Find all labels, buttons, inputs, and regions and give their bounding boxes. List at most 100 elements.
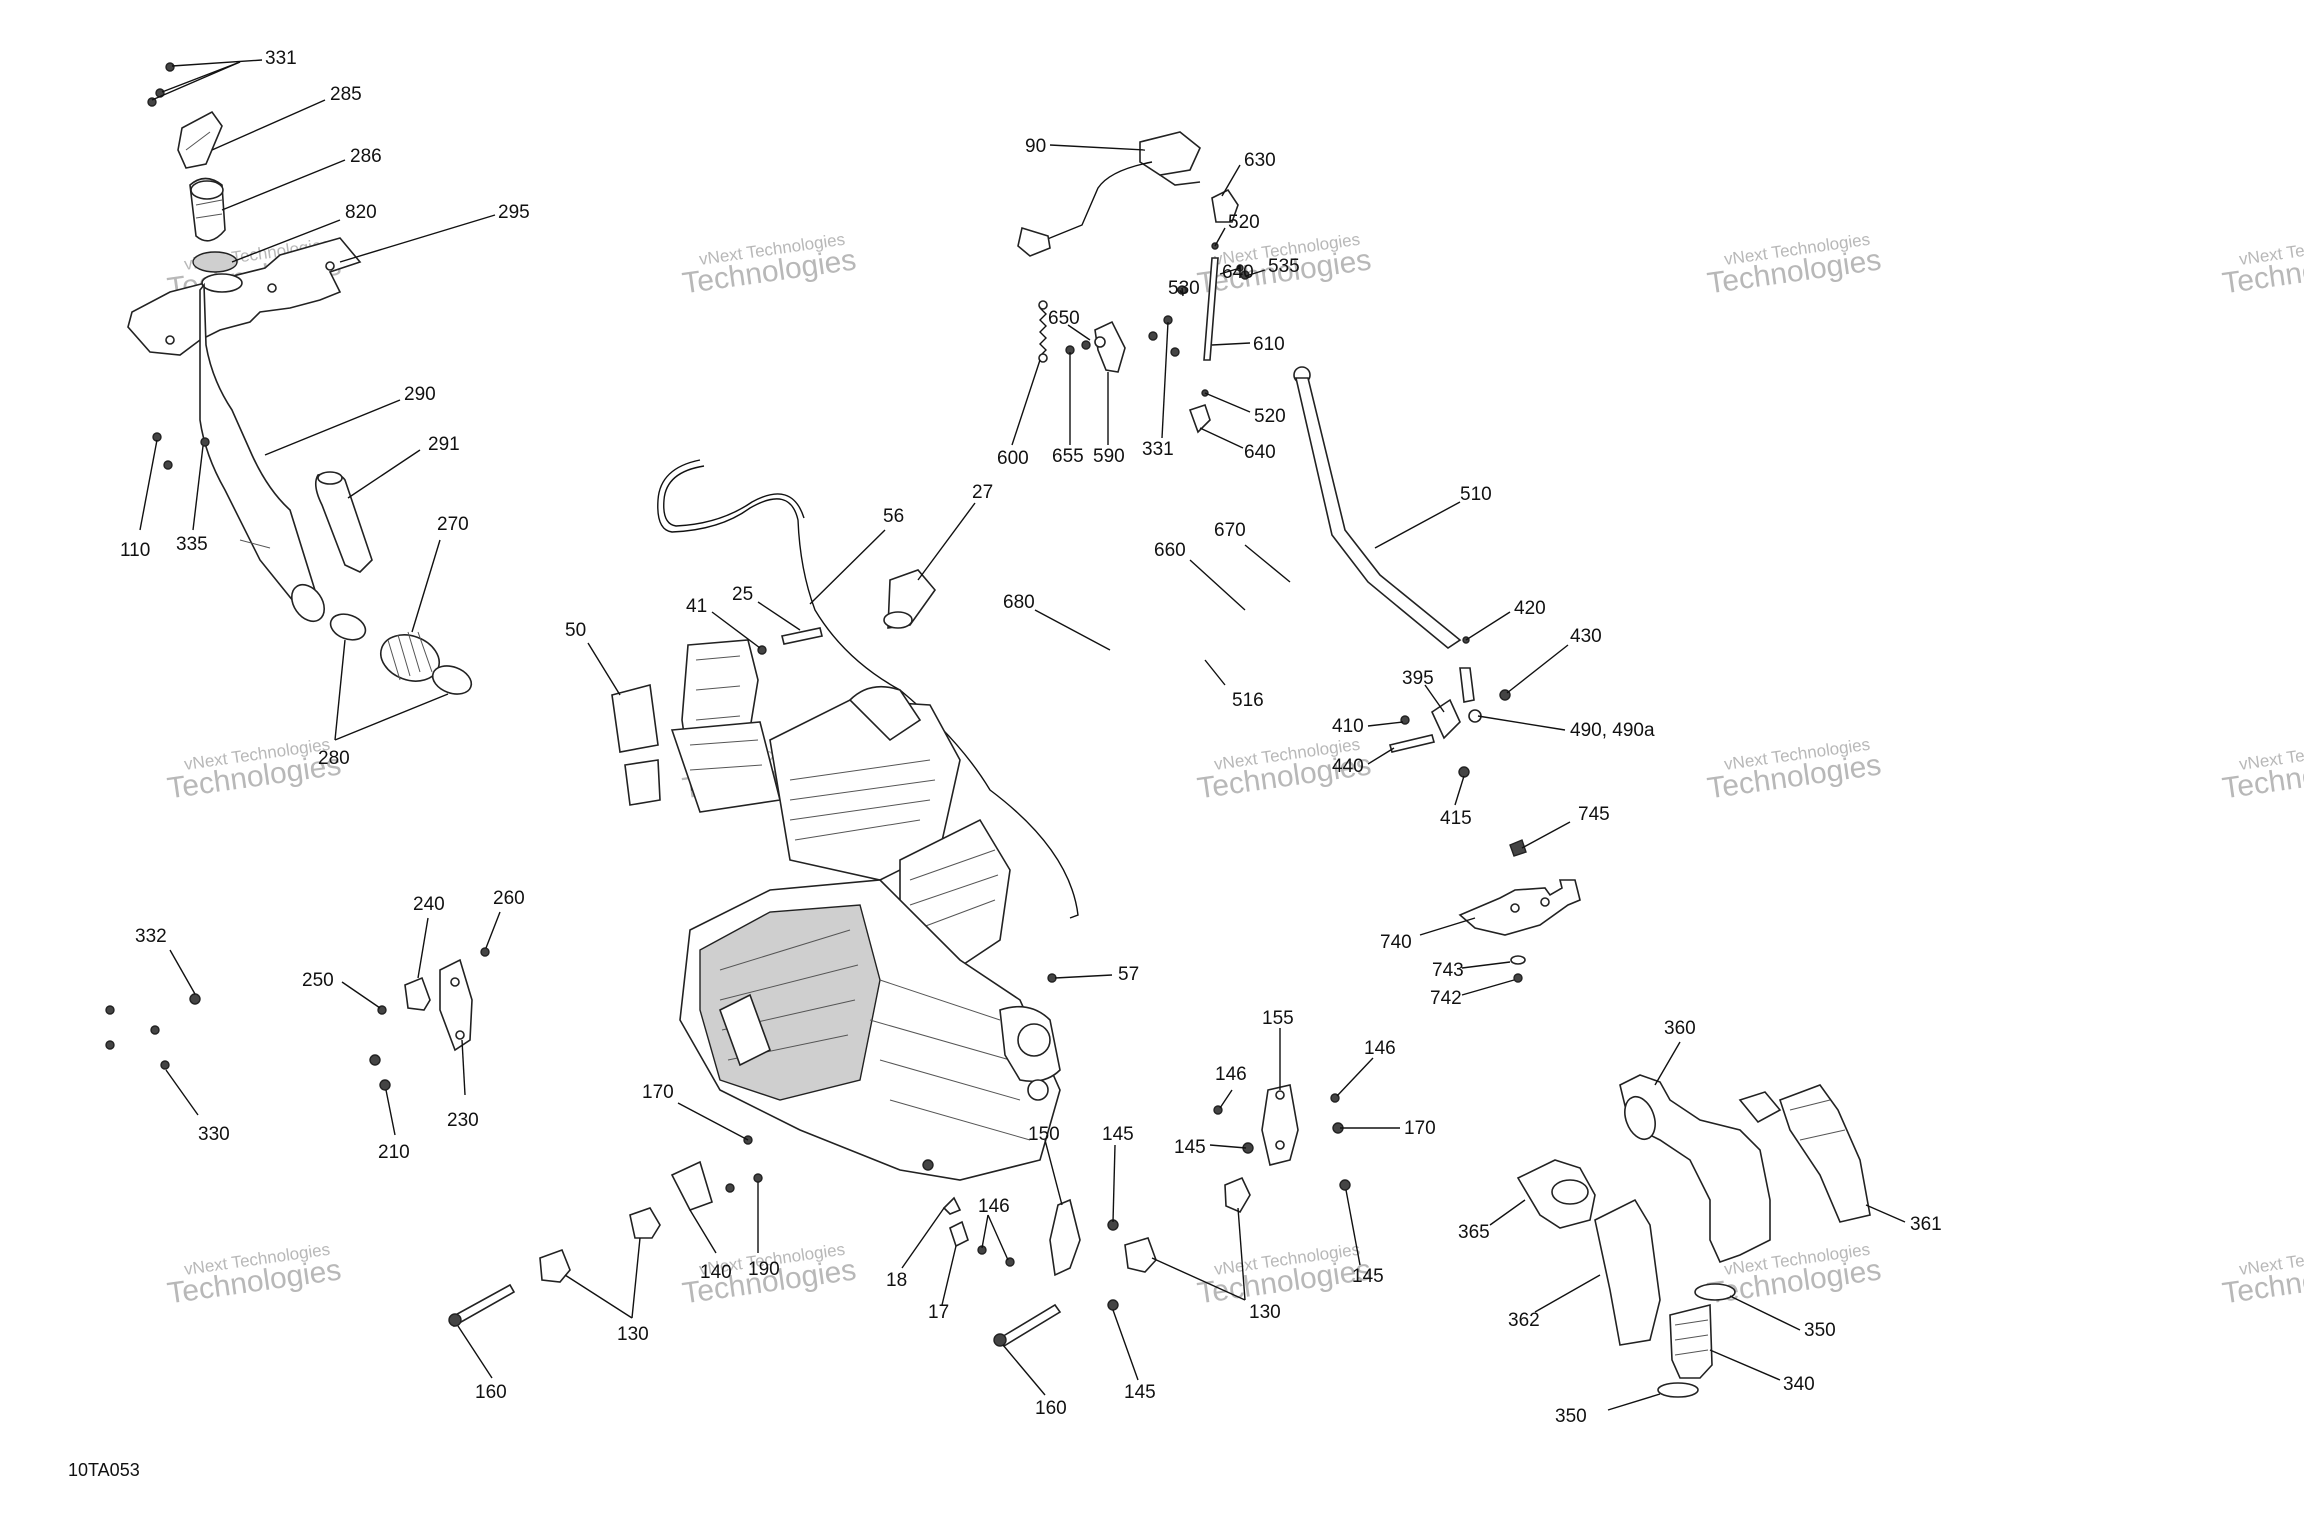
callout-150: 150: [1028, 1124, 1060, 1145]
callout-145-left: 145: [1174, 1137, 1206, 1158]
mount-parts-bottom: [448, 1135, 1157, 1348]
callout-670: 670: [1214, 520, 1246, 541]
leader-lines: [139, 59, 1906, 1411]
intake-duct-290: [199, 273, 326, 623]
exhaust-parts: [1516, 1074, 1871, 1398]
callout-145-bottom: 145: [1124, 1382, 1156, 1403]
callout-331-top: 331: [265, 48, 297, 69]
intake-adapter-286: [189, 177, 238, 273]
shift-rod-510: [1293, 366, 1462, 649]
callout-440: 440: [1332, 756, 1364, 777]
watermark: vNext Technologies Technologies: [1705, 230, 1883, 301]
spring-600: [1038, 300, 1048, 363]
rod-610: [1203, 257, 1219, 361]
fitting-640b: [1188, 389, 1211, 434]
callout-516: 516: [1232, 690, 1264, 711]
callout-640-top: 640: [1222, 262, 1254, 283]
watermark: vNext Technologies Technologies: [2220, 1240, 2304, 1311]
parts: [105, 62, 1871, 1398]
callout-350-lower: 350: [1555, 1406, 1587, 1427]
callout-18: 18: [886, 1270, 907, 1291]
callout-130-right: 130: [1249, 1302, 1281, 1323]
callout-260: 260: [493, 888, 525, 909]
fasteners-743-742: [1510, 955, 1526, 983]
callout-520-mid: 520: [1254, 406, 1286, 427]
callout-130-left: 130: [617, 1324, 649, 1345]
figure-id: 10TA053: [68, 1460, 140, 1480]
watermark: vNext Technologies Technologies: [2220, 735, 2304, 806]
callout-155: 155: [1262, 1008, 1294, 1029]
callout-170-left: 170: [642, 1082, 674, 1103]
callout-655: 655: [1052, 446, 1084, 467]
callout-57: 57: [1118, 964, 1139, 985]
callout-530: 530: [1168, 278, 1200, 299]
callout-430: 430: [1570, 626, 1602, 647]
callout-25: 25: [732, 584, 753, 605]
callout-650: 650: [1048, 308, 1080, 329]
watermarks: vNext Technologies Technologies vNext Te…: [165, 230, 2304, 1311]
callout-742: 742: [1430, 988, 1462, 1009]
callout-490: 490, 490a: [1570, 720, 1655, 741]
callout-743: 743: [1432, 960, 1464, 981]
bracket-740-745: [1458, 839, 1581, 936]
callout-395: 395: [1402, 668, 1434, 689]
callout-190: 190: [748, 1259, 780, 1280]
lever-590: [1065, 320, 1126, 373]
linkage-395-410-440-415: [1389, 698, 1470, 778]
callout-335: 335: [176, 534, 208, 555]
callout-535: 535: [1268, 256, 1300, 277]
callout-360: 360: [1664, 1018, 1696, 1039]
callout-361: 361: [1910, 1214, 1942, 1235]
callout-146-right: 146: [1364, 1038, 1396, 1059]
callout-17: 17: [928, 1302, 949, 1323]
callout-820: 820: [345, 202, 377, 223]
callout-745: 745: [1578, 804, 1610, 825]
callout-56: 56: [883, 506, 904, 527]
screws-110-335: [152, 432, 210, 470]
callout-250: 250: [302, 970, 334, 991]
callout-332: 332: [135, 926, 167, 947]
callout-285: 285: [330, 84, 362, 105]
callout-630: 630: [1244, 150, 1276, 171]
callout-610: 610: [1253, 334, 1285, 355]
callout-290: 290: [404, 384, 436, 405]
callout-640-mid: 640: [1244, 442, 1276, 463]
watermark: vNext Technologies Technologies: [2220, 230, 2304, 301]
watermark: vNext Technologies Technologies: [680, 230, 858, 301]
watermark: vNext Technologies Technologies: [1705, 735, 1883, 806]
callout-362: 362: [1508, 1310, 1540, 1331]
callout-210: 210: [378, 1142, 410, 1163]
watermark: vNext Technologies Technologies: [165, 1240, 343, 1311]
callout-350-upper: 350: [1804, 1320, 1836, 1341]
callout-145-top: 145: [1102, 1124, 1134, 1145]
callout-230: 230: [447, 1110, 479, 1131]
callout-27: 27: [972, 482, 993, 503]
callout-146-bottom: 146: [978, 1196, 1010, 1217]
air-intake-cap-285: [177, 110, 223, 169]
callout-590: 590: [1093, 446, 1125, 467]
callout-365: 365: [1458, 1222, 1490, 1243]
callout-286: 286: [350, 146, 382, 167]
callout-740: 740: [1380, 932, 1412, 953]
callout-520-top: 520: [1228, 212, 1260, 233]
rod-end-420-430: [1459, 636, 1511, 723]
watermark: vNext Technologies Technologies: [1195, 1240, 1373, 1311]
callout-labels: 331 285 286 820 295 290 291 110 335 270 …: [120, 48, 1942, 1427]
callout-280: 280: [318, 748, 350, 769]
callout-146-left: 146: [1215, 1064, 1247, 1085]
engine-assembly: [611, 459, 1079, 1181]
callout-90: 90: [1025, 136, 1046, 157]
watermark: vNext Technologies Technologies: [165, 735, 343, 806]
callout-145-right: 145: [1352, 1266, 1384, 1287]
callout-600: 600: [997, 448, 1029, 469]
callout-160-left: 160: [475, 1382, 507, 1403]
callout-415: 415: [1440, 808, 1472, 829]
callout-330: 330: [198, 1124, 230, 1145]
screws-331b: [1148, 315, 1180, 357]
callout-510: 510: [1460, 484, 1492, 505]
mount-parts-right: [1213, 1084, 1351, 1214]
callout-420: 420: [1514, 598, 1546, 619]
callout-680: 680: [1003, 592, 1035, 613]
callout-340: 340: [1783, 1374, 1815, 1395]
